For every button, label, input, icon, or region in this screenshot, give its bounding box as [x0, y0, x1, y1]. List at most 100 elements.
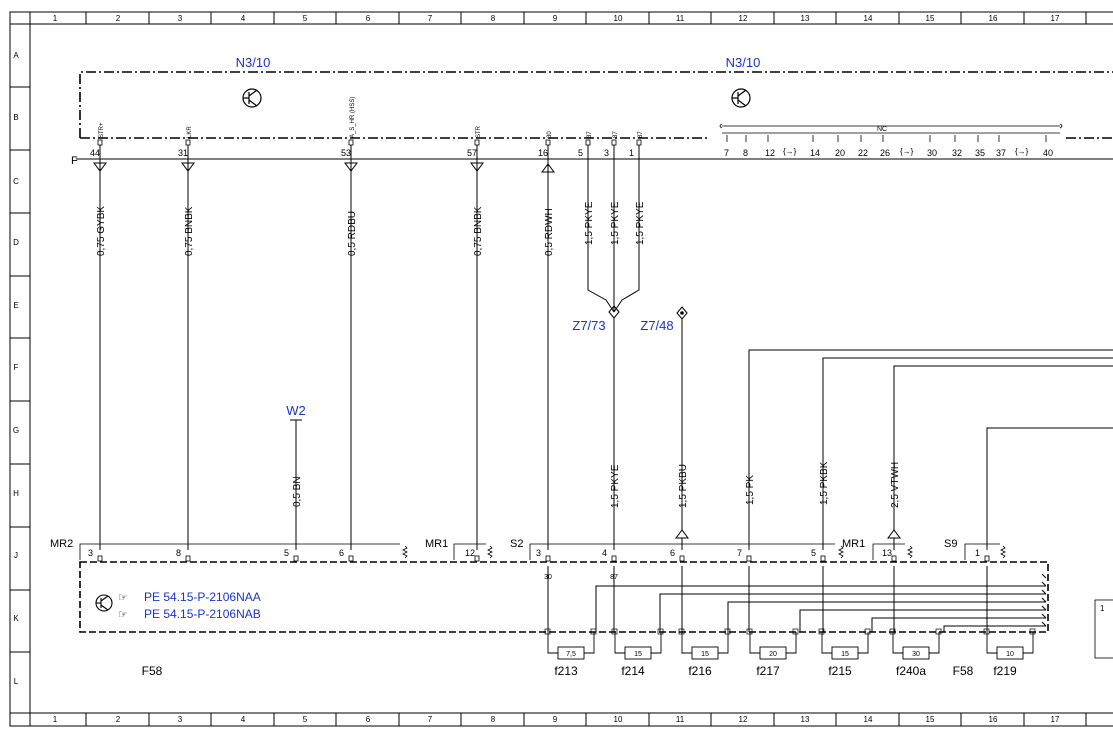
pin-socket [746, 555, 752, 562]
ground-label-w2: W2 [286, 403, 306, 418]
col-label: 10 [614, 715, 623, 724]
pin-number: 44 [90, 148, 100, 158]
pin-number: 6 [670, 548, 675, 558]
fuse-terminal [818, 628, 825, 635]
component-label-f58: F58 [142, 664, 163, 678]
col-label: 1 [53, 14, 58, 23]
wire-label: 1,5 PKYE [584, 201, 595, 245]
fuse-terminal [544, 628, 551, 635]
pin-signal-label: 87 [638, 131, 644, 138]
component-label-n310: N3/10 [236, 55, 271, 70]
fuse-rating: 10 [1006, 651, 1014, 658]
pin-signal-label: STR+ [99, 122, 105, 138]
col-label: 3 [178, 715, 183, 724]
pin-socket [293, 555, 299, 562]
fuse-rating: 15 [634, 651, 642, 658]
fuse-terminal [1029, 628, 1036, 635]
pin-socket [474, 555, 480, 562]
nc-label: NC [877, 126, 887, 133]
col-label: 2 [116, 715, 121, 724]
document-reference-link[interactable]: PE 54.15-P-2106NAB [144, 607, 261, 621]
pin-number: 3 [604, 148, 609, 158]
column-ticks [29, 12, 1087, 726]
pin-number: 12 [465, 548, 475, 558]
pin-number: 31 [178, 148, 188, 158]
wire-label: 0,75 BNBK [473, 206, 484, 256]
pin-number: 26 [880, 148, 890, 158]
pin-socket [636, 139, 642, 146]
pin-socket [891, 555, 897, 562]
fuse-terminal [590, 628, 597, 635]
pin-signal-label: 30 [547, 131, 553, 138]
col-label: 2 [116, 14, 121, 23]
col-label: 9 [553, 715, 558, 724]
fuse-rating: 15 [841, 651, 849, 658]
pin-connector: 4 [602, 548, 617, 562]
fuse-rating: 20 [769, 651, 777, 658]
wire-label: 0,5 RDBU [347, 211, 358, 256]
col-label: 4 [241, 715, 246, 724]
pin-number: 3 [88, 548, 93, 558]
wire-label: 1,5 PKBK [819, 461, 830, 505]
col-label: 4 [241, 14, 246, 23]
component-label-n310: N3/10 [726, 55, 761, 70]
pin-signal-label: 87 [587, 131, 593, 138]
row-label: J [14, 551, 18, 560]
pin-number: 32 [952, 148, 962, 158]
pin-number: 7 [737, 548, 742, 558]
component-label-f58: F58 [953, 664, 974, 678]
pin-connector: 5 [811, 548, 826, 562]
fuse-name: f215 [828, 664, 852, 678]
row-label: D [13, 238, 19, 247]
pin-socket [585, 139, 591, 146]
pin-number: 14 [810, 148, 820, 158]
connector-label: MR1 [425, 538, 448, 550]
fuse-body [691, 646, 719, 660]
fuse-terminal [746, 628, 753, 635]
pin-number: 5 [578, 148, 583, 158]
pin-socket [185, 555, 191, 562]
pin-number: 6 [339, 548, 344, 558]
fuse-terminal [678, 628, 685, 635]
pin-socket [348, 555, 354, 562]
internal-bus [547, 566, 1047, 632]
pin-number: 30 [927, 148, 937, 158]
pin-number: 5 [811, 548, 816, 558]
row-label: G [13, 426, 19, 435]
pin-signal-label: LKR [187, 126, 193, 138]
pin-connector: 6 [339, 548, 354, 562]
col-label: 14 [864, 14, 873, 23]
fuse-terminal [935, 628, 942, 635]
fuse-name: f240a [896, 664, 926, 678]
fuse-body [996, 646, 1024, 660]
fuse-group: 7,5f21315f21415f21620f21715f21530f240a10… [544, 628, 1036, 678]
col-label: 8 [491, 715, 496, 724]
pin-socket [545, 555, 551, 562]
transistor-icon [95, 594, 113, 612]
wire-label: 0,5 RDWH [544, 208, 555, 256]
col-label: 6 [366, 14, 371, 23]
terminal-label: 30 [544, 574, 552, 581]
fuse-box-f58 [79, 543, 1049, 633]
pin-socket [185, 139, 191, 146]
column-labels-top: 1 2 3 4 5 6 7 8 9 10 11 12 13 14 15 16 1… [53, 14, 1060, 23]
splice-z773 [587, 276, 640, 550]
pin-signal-label: A_S_HR (HSS) [350, 97, 356, 138]
pin-number: 16 [538, 148, 548, 158]
pin-signal-label: STR [476, 125, 482, 138]
col-label: 5 [303, 14, 308, 23]
row-label: C [13, 177, 19, 186]
col-label: 7 [428, 14, 433, 23]
col-label: 13 [801, 14, 810, 23]
terminal-label: 87 [610, 574, 618, 581]
document-reference-link[interactable]: PE 54.15-P-2106NAA [144, 590, 261, 604]
row-label: K [13, 614, 19, 623]
adjacent-pin-label: 1 [1100, 604, 1105, 613]
